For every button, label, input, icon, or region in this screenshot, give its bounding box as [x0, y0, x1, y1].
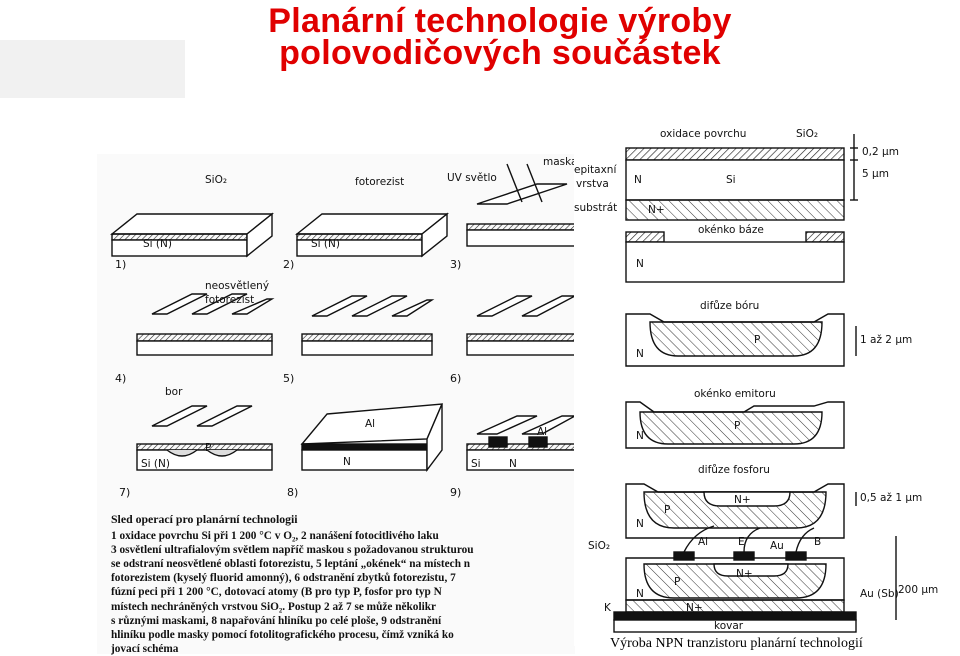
label-al-6: Al	[698, 536, 708, 548]
step-number-9: 9)	[450, 486, 461, 499]
label-dim-02: 0,2 µm	[862, 146, 899, 158]
label-n-6: N	[636, 588, 644, 600]
label-k-6: K	[604, 602, 611, 614]
label-b-6: B	[814, 536, 821, 548]
label-epitaxni: epitaxní	[574, 164, 616, 176]
title-line-1: Planární technologie výroby	[180, 4, 820, 38]
step-number-3: 3)	[450, 258, 461, 271]
steps-line-6: místech nechráněných vrstvou SiO₂. Postu…	[111, 600, 571, 614]
step-5-block	[302, 296, 432, 355]
label-uv-svetlo: UV světlo	[447, 172, 497, 184]
label-n-3: N	[636, 348, 644, 360]
label-nplus-1: N+	[648, 204, 665, 216]
label-si-n-2: Si (N)	[311, 238, 340, 250]
process-steps-text: Sled operací pro planární technologii 1 …	[111, 512, 571, 656]
label-dim-1az2: 1 až 2 µm	[860, 334, 912, 346]
steps-line-1: 1 oxidace povrchu Si při 1 200 °C v O₂, …	[111, 529, 571, 543]
label-okenko-emitoru: okénko emitoru	[694, 388, 776, 400]
steps-line-2: 3 osvětlení ultrafialovým světlem napříč…	[111, 543, 571, 557]
label-difuze-fosforu: difůze fosforu	[698, 464, 770, 476]
label-n-9: N	[509, 458, 517, 470]
label-dim-200: 200 µm	[898, 584, 938, 596]
label-sio2-top: SiO₂	[796, 128, 818, 140]
label-al-9: Al	[537, 426, 547, 438]
section-difuze-fosforu	[626, 484, 856, 538]
steps-line-5: fúzní peci při 1 200 °C, dotovací atomy …	[111, 585, 571, 599]
label-nplus-5: N+	[734, 494, 751, 506]
label-fotorezist: fotorezist	[355, 176, 404, 188]
step-1-block	[112, 214, 272, 256]
npn-transistor-figure: oxidace povrchu SiO₂ epitaxní vrstva sub…	[574, 126, 944, 646]
label-nplus-6: N+	[736, 568, 753, 580]
steps-line-7: s různými maskami, 8 napařování hliníku …	[111, 614, 571, 628]
section-okenko-baze	[626, 232, 844, 282]
planar-process-figure: 1) 2) 3) 4) 5) 6) 7) 8) 9) SiO₂ Si (N) f…	[97, 154, 575, 654]
label-n-2: N	[636, 258, 644, 270]
label-si-n-1: Si (N)	[143, 238, 172, 250]
label-n-1: N	[634, 174, 642, 186]
page-title: Planární technologie výroby polovodičový…	[180, 0, 820, 70]
label-p-4: P	[734, 420, 740, 432]
step-9-block	[467, 416, 575, 470]
npn-cross-sections-drawing	[574, 126, 944, 646]
label-bor: bor	[165, 386, 182, 398]
step-number-7: 7)	[119, 486, 130, 499]
label-n-8: N	[343, 456, 351, 468]
step-number-6: 6)	[450, 372, 461, 385]
label-p-3: P	[754, 334, 760, 346]
step-number-5: 5)	[283, 372, 294, 385]
label-maska: maska	[543, 156, 577, 168]
label-e-6: E	[738, 536, 745, 548]
label-sio2-6: SiO₂	[588, 540, 610, 552]
label-p-6: P	[674, 576, 680, 588]
steps-line-3: se odstraní neosvětlené oblasti fotorezi…	[111, 557, 571, 571]
label-vrstva: vrstva	[576, 178, 609, 190]
label-fotorezist-2: fotorezist	[205, 294, 254, 306]
label-sio2: SiO₂	[205, 174, 227, 186]
label-oxidace-povrchu: oxidace povrchu	[660, 128, 746, 140]
steps-line-9: jovací schéma	[111, 642, 571, 656]
label-p-7: P	[205, 442, 211, 454]
label-dim-5: 5 µm	[862, 168, 889, 180]
step-number-2: 2)	[283, 258, 294, 271]
steps-heading: Sled operací pro planární technologii	[111, 512, 571, 526]
section-final-device	[614, 526, 896, 632]
label-neosvetleny: neosvětlený	[205, 280, 269, 292]
label-al-8: Al	[365, 418, 375, 430]
label-dim-05az1: 0,5 až 1 µm	[860, 492, 922, 504]
label-nplus-sub: N+	[686, 602, 703, 614]
label-difuze-boru: difůze bóru	[700, 300, 759, 312]
label-si-9: Si	[471, 458, 481, 470]
label-p-5: P	[664, 504, 670, 516]
label-au-6: Au	[770, 540, 784, 552]
background-box	[0, 40, 185, 98]
label-n-5: N	[636, 518, 644, 530]
figure-caption: Výroba NPN tranzistoru planární technolo…	[610, 636, 950, 652]
label-si-1: Si	[726, 174, 736, 186]
step-6-block	[467, 296, 575, 355]
label-kovar: kovar	[714, 620, 743, 632]
label-au-sb: Au (Sb)	[860, 588, 899, 600]
step-8-block	[302, 404, 442, 470]
step-number-1: 1)	[115, 258, 126, 271]
label-si-n-7: Si (N)	[141, 458, 170, 470]
step-number-8: 8)	[287, 486, 298, 499]
steps-line-8: hliníku podle masky pomocí fotolitografi…	[111, 628, 571, 642]
label-substrat: substrát	[574, 202, 617, 214]
steps-line-4: fotorezistem (kyselý fluorid amonný), 6 …	[111, 571, 571, 585]
section-difuze-boru	[626, 314, 856, 366]
title-line-2: polovodičových součástek	[180, 36, 820, 70]
label-n-4: N	[636, 430, 644, 442]
label-okenko-baze: okénko báze	[698, 224, 764, 236]
step-number-4: 4)	[115, 372, 126, 385]
